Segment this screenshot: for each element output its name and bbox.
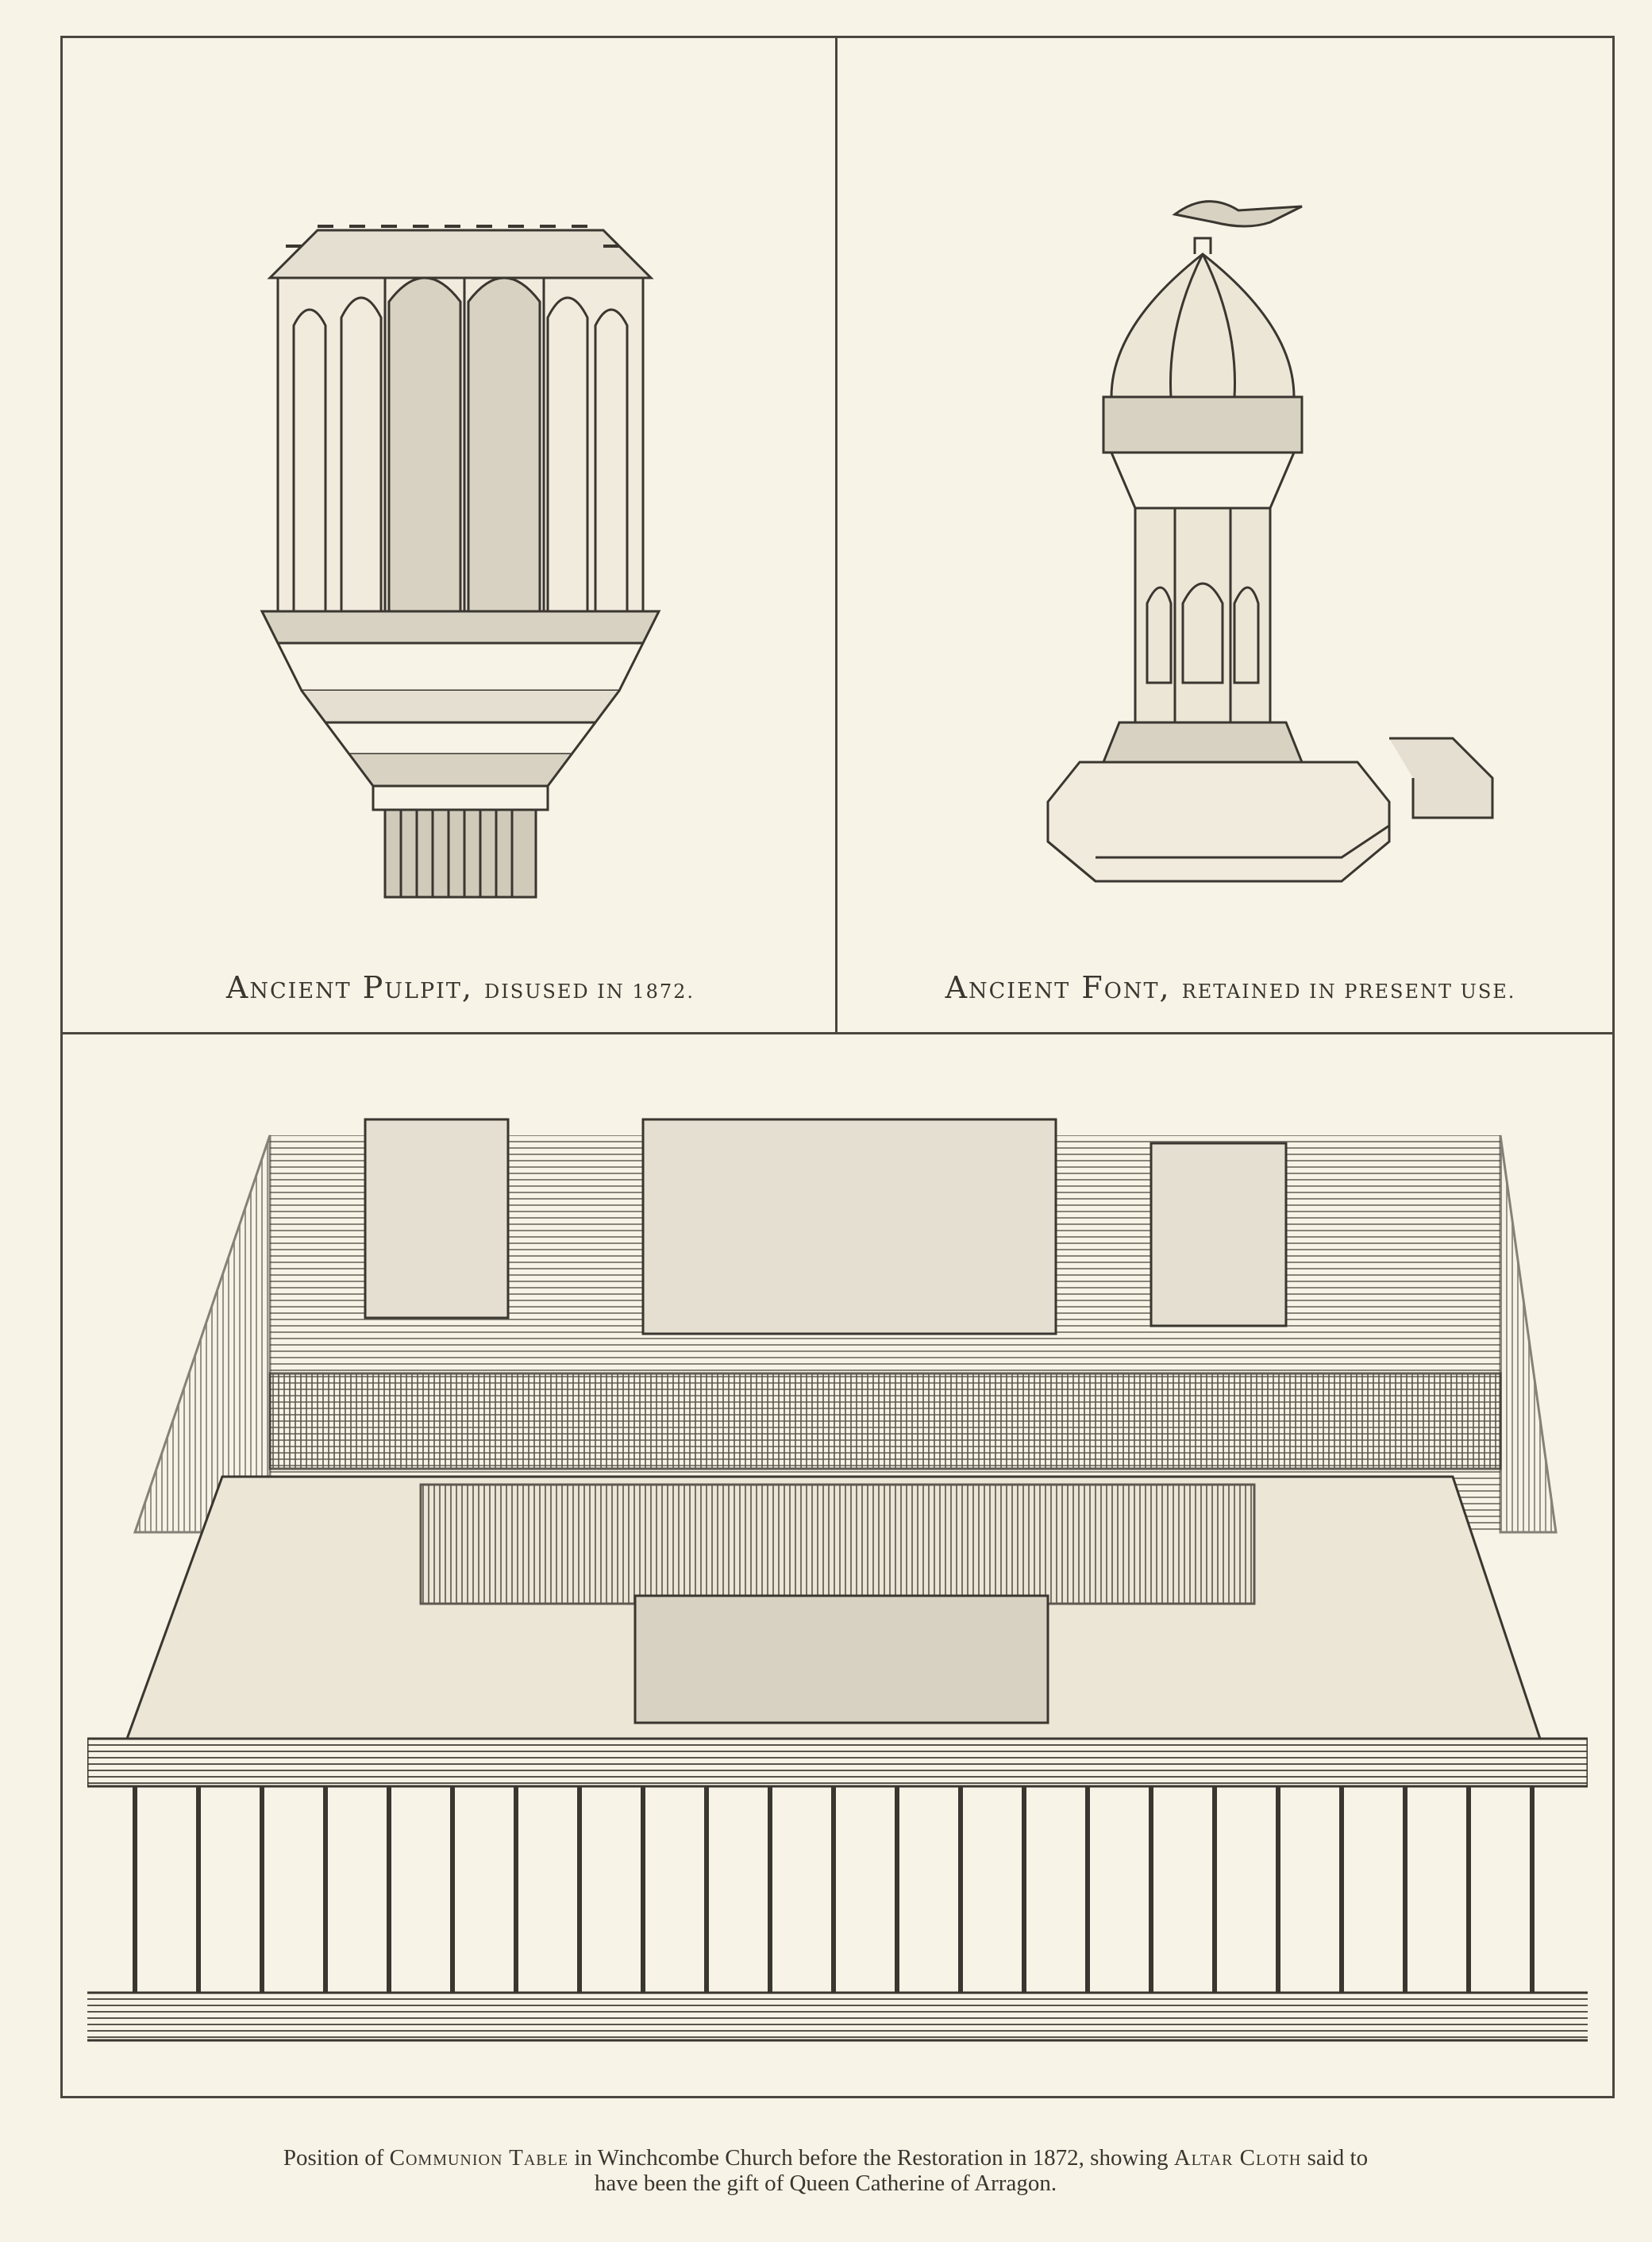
pulpit-caption: Ancient Pulpit, disused in 1872.	[119, 970, 802, 1005]
font-illustration	[1046, 200, 1494, 883]
font-caption: Ancient Font, retained in present use.	[857, 970, 1604, 1005]
chancel-illustration	[87, 1118, 1588, 2042]
caption-text: said to	[1301, 2145, 1369, 2171]
pulpit-title: Ancient Pulpit,	[225, 970, 473, 1005]
plate-border	[60, 36, 1615, 2098]
caption-line-2: have been the gift of Queen Catherine of…	[594, 2171, 1057, 2196]
pulpit-illustration	[260, 225, 661, 899]
caption-line-1: Position of Communion Table in Winchcomb…	[95, 2145, 1556, 2171]
font-subtitle: retained in present use.	[1181, 980, 1516, 1003]
panel-divider-horizontal	[60, 1032, 1612, 1034]
caption-text: in Winchcombe Church before the Restorat…	[568, 2145, 1174, 2171]
panel-divider-vertical	[835, 36, 838, 1034]
caption-altar-cloth: Altar Cloth	[1173, 2145, 1302, 2171]
font-title: Ancient Font,	[945, 970, 1171, 1005]
caption-communion-table: Communion Table	[389, 2145, 569, 2171]
caption-text: Position of	[283, 2145, 390, 2171]
pulpit-subtitle: disused in 1872.	[484, 980, 695, 1003]
plate-caption: Position of Communion Table in Winchcomb…	[95, 2145, 1556, 2196]
